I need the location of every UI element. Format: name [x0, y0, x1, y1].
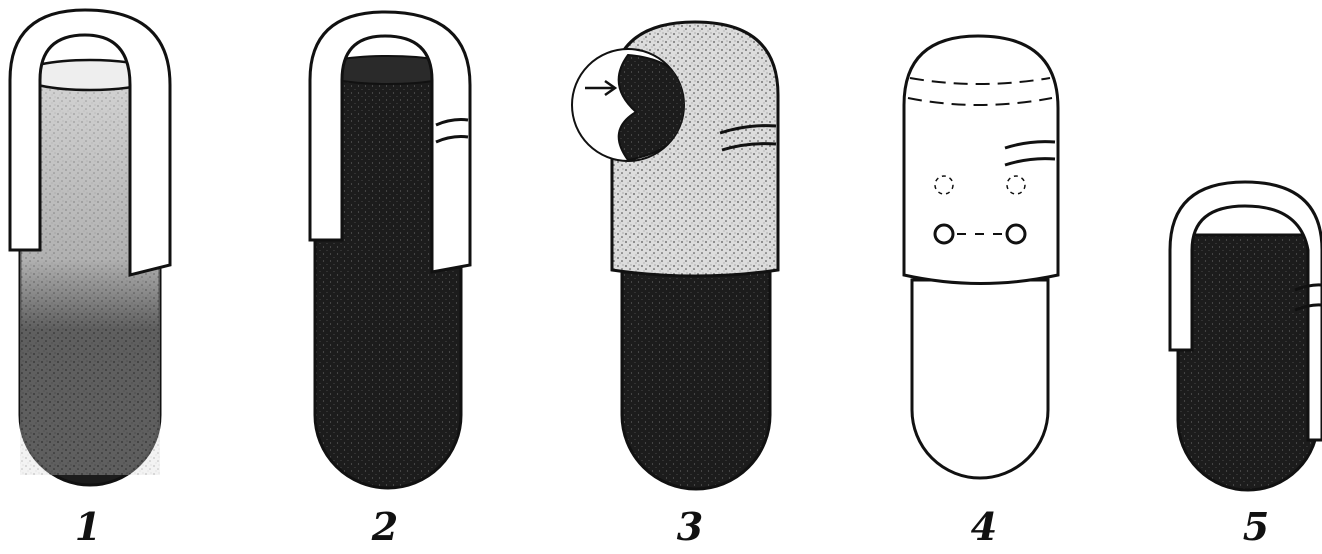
- capsule-5: [1170, 182, 1322, 490]
- label-1: 1: [75, 508, 101, 546]
- capsule-1: [10, 10, 170, 485]
- label-5: 5: [1243, 508, 1269, 546]
- label-4: 4: [971, 508, 997, 546]
- capsule-3: [572, 22, 778, 489]
- capsule-2: [310, 12, 470, 488]
- capsule-4: [904, 36, 1058, 478]
- label-2: 2: [372, 508, 398, 546]
- label-3: 3: [677, 508, 703, 546]
